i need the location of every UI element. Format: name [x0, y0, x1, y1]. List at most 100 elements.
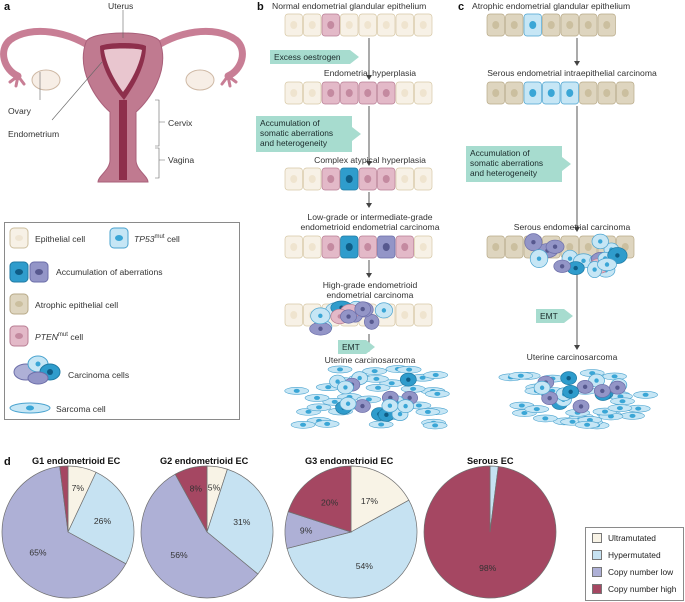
pie-data-label: 8% — [190, 484, 203, 494]
cell-nucleus — [345, 175, 353, 183]
carcinoma-cell-nucleus — [360, 403, 365, 409]
tp53-mut-cell-icon — [109, 227, 129, 249]
cell-nucleus — [327, 243, 335, 251]
carcinoma-cell-nucleus — [345, 401, 351, 406]
carcinosarcoma-c — [498, 369, 658, 430]
pie-slice-copy-number-high — [59, 465, 69, 533]
arrow-c-1-head — [574, 61, 580, 66]
carcinoma-cell-nucleus — [318, 326, 323, 331]
callout-excess-oestrogen: Excess oestrogen — [270, 50, 359, 64]
sarcoma-cell-nucleus — [533, 407, 540, 412]
carcinoma-cell-nucleus — [567, 256, 573, 261]
sarcoma-cell-nucleus — [424, 409, 431, 414]
cell-nucleus — [327, 175, 335, 183]
legend-sarcoma-label: Sarcoma cell — [56, 404, 106, 414]
panel-b-title: Normal endometrial glandular epithelium — [272, 1, 427, 11]
carcinoma-cell-nucleus — [598, 239, 603, 244]
carcinoma-cell-nucleus — [343, 385, 348, 390]
cell-nucleus — [419, 21, 427, 29]
cell-nucleus — [492, 243, 500, 251]
cell-nucleus — [382, 243, 390, 251]
serous-tumour-cluster — [524, 233, 628, 279]
sarcoma-cell-nucleus — [331, 399, 338, 404]
cell-nucleus — [419, 175, 427, 183]
cell-nucleus — [290, 21, 298, 29]
carcinoma-cell-nucleus — [384, 412, 389, 418]
cell-nucleus — [510, 243, 518, 251]
sarcoma-cell-nucleus — [388, 381, 395, 386]
pie-4: 98% — [423, 465, 557, 599]
legend-ultramutated: Ultramutated — [608, 533, 656, 543]
cell-nucleus — [492, 89, 500, 97]
legend-swatch-hypermutated — [592, 550, 602, 560]
cell-nucleus — [401, 311, 409, 319]
pten-mut-cell-icon — [9, 325, 29, 347]
row-endometrial-hyperplasia — [284, 81, 433, 105]
cell-nucleus — [419, 89, 427, 97]
vagina-label: Vagina — [168, 155, 195, 165]
arrow-b-4-head — [366, 273, 372, 278]
carcinoma-cell-nucleus — [381, 308, 387, 313]
row-atrophic-epithelium — [486, 13, 616, 37]
sarcoma-cell-nucleus — [607, 414, 614, 419]
legend-atrophic-label: Atrophic epithelial cell — [35, 300, 119, 310]
carcinoma-cell-nucleus — [531, 240, 536, 245]
sarcoma-cell-nucleus — [611, 374, 618, 379]
sarcoma-cell-nucleus — [415, 403, 422, 408]
sarcoma-cell-nucleus — [324, 421, 331, 426]
cell-nucleus — [510, 21, 518, 29]
pie-slice-hypermutated — [286, 499, 418, 599]
sarcoma-cell-nucleus — [619, 399, 626, 404]
sarcoma-cell-nucleus — [518, 403, 525, 408]
carcinoma-cell-nucleus — [547, 395, 552, 401]
sarcoma-cell-nucleus — [373, 376, 380, 381]
panel-c-title: Atrophic endometrial glandular epitheliu… — [472, 1, 631, 11]
carcinoma-cell-nucleus — [406, 377, 411, 382]
cell-nucleus — [547, 89, 555, 97]
carcinoma-cell-nucleus — [604, 262, 610, 267]
carcinoma-cell-nucleus — [318, 313, 323, 319]
pie-data-label: 56% — [170, 550, 188, 560]
panel-c-step-3: Uterine carcinosarcoma — [526, 352, 618, 362]
cell-nucleus — [603, 21, 611, 29]
panel-b-step-4b: endometrial carcinoma — [326, 290, 414, 300]
cell-nucleus — [308, 243, 316, 251]
sarcoma-cell-nucleus — [602, 409, 609, 414]
arrow-b-1-head — [366, 75, 372, 80]
carcinoma-cell-nucleus — [615, 253, 620, 258]
cell-nucleus — [401, 243, 409, 251]
sarcoma-cell-nucleus — [434, 391, 441, 396]
legend-swatch-ultramutated — [592, 533, 602, 543]
sarcoma-cell-nucleus — [419, 375, 426, 380]
pie-1-title: G1 endometrioid EC — [32, 456, 121, 466]
panel-label-c: c — [458, 1, 465, 13]
row-low-grade-carcinoma — [284, 235, 433, 259]
arrow-b-2-head — [366, 161, 372, 166]
panel-b-step-3a: Low-grade or intermediate-grade — [307, 212, 433, 222]
pie-slice-copy-number-high — [174, 465, 208, 533]
cell-nucleus — [345, 21, 353, 29]
arrow-b-3-head — [366, 203, 372, 208]
carcinoma-cell-nucleus — [615, 385, 620, 390]
cell-nucleus — [566, 21, 574, 29]
pie-data-label: 5% — [208, 483, 221, 493]
cervix-label: Cervix — [168, 118, 193, 128]
cell-nucleus — [327, 21, 335, 29]
endometrium-label: Endometrium — [8, 129, 60, 139]
pie-slice-copy-number-low — [140, 473, 259, 599]
pie-slice-ultramutated — [350, 465, 410, 533]
pie-3: 17%54%9%20% — [284, 465, 418, 599]
sarcoma-cell-nucleus — [325, 385, 332, 390]
carcinoma-cell-nucleus — [573, 265, 578, 271]
carcinoma-cell-nucleus — [539, 385, 545, 390]
panel-b-step-3b: endometrioid endometrial carcinoma — [300, 222, 440, 232]
carcinoma-cell-nucleus — [346, 314, 351, 319]
cell-nucleus — [584, 21, 592, 29]
cell-nucleus — [290, 243, 298, 251]
legend-hypermutated: Hypermutated — [608, 550, 661, 560]
carcinoma-cell-nucleus — [552, 244, 558, 249]
